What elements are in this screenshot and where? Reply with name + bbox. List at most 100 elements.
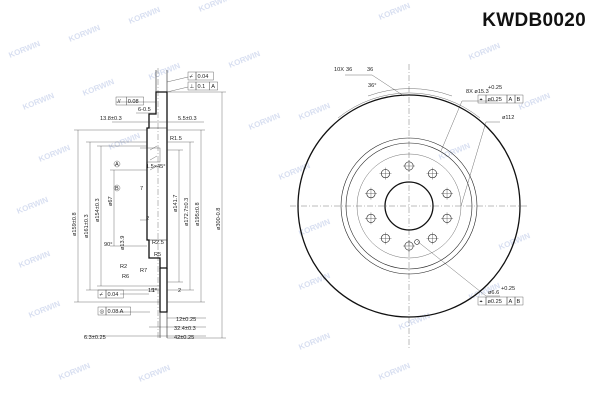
watermark-text: KORWIN	[21, 91, 55, 112]
label-flat-left: 6-0.5	[138, 107, 151, 113]
part-number-title: KWDB0020	[482, 10, 586, 31]
watermark-text: KORWIN	[137, 363, 171, 384]
label-dim-2: 2	[146, 216, 149, 222]
label-dim-7: 7	[140, 186, 143, 192]
label-r6: R6	[122, 274, 129, 280]
face-view	[290, 64, 528, 348]
annotation-layer: ø159±0.8 ø161±0.3 ø154±0.3 ø67 ø141.7 ø1…	[72, 67, 515, 341]
watermark-text: KORWIN	[107, 131, 141, 152]
frame-cell-text: ø0.25	[488, 299, 502, 305]
watermark-text: KORWIN	[377, 1, 411, 22]
hub-rim-circle	[345, 142, 473, 270]
watermark-text: KORWIN	[127, 5, 161, 26]
label-bottom-6: 6.3±0.25	[84, 335, 106, 341]
frame-cell-text: 0.04	[108, 292, 119, 298]
label-ref-b: B	[115, 186, 119, 192]
label-dim-2b: 2	[178, 288, 181, 294]
dim-d5: ø141.7	[173, 195, 179, 212]
watermark-text: KORWIN	[227, 49, 261, 70]
top-note-box2: 36	[367, 67, 373, 73]
watermark-text: KORWIN	[37, 143, 71, 164]
locating-hole	[414, 239, 420, 245]
dim-d8: ø300-0.8	[216, 208, 222, 230]
watermark-text: KORWIN	[27, 299, 61, 320]
frame-cell	[105, 306, 131, 316]
label-bottom-32: 32.4±0.3	[174, 326, 196, 332]
label-r2: R2	[120, 264, 127, 270]
frame-cell-text: A	[211, 84, 215, 90]
watermark-text: KORWIN	[81, 77, 115, 98]
bolt-holes	[364, 160, 454, 252]
label-flat-right: 5.5±0.3	[178, 116, 197, 122]
frame-cell-text: 0.04	[198, 74, 209, 80]
frame-cell-text: ⌖	[480, 299, 484, 305]
frame-cell-text: ⊥	[190, 83, 195, 90]
frame-cell-text: 0.1	[198, 84, 206, 90]
label-angle-90: 90°	[104, 242, 112, 248]
dim-d2: ø161±0.3	[84, 214, 90, 238]
pcd-leader	[460, 121, 500, 207]
watermark-text: KORWIN	[517, 91, 551, 112]
top-note: 10X	[334, 67, 344, 73]
detail-box	[146, 147, 161, 163]
frame-cell-text: B	[517, 97, 521, 103]
frame-cell	[126, 96, 144, 106]
watermark-text: KORWIN	[467, 41, 501, 62]
pcd-label: ø112	[502, 115, 514, 121]
friction-inner-circle	[340, 137, 478, 275]
top-note-leader	[345, 74, 405, 97]
frame-cell	[514, 296, 524, 306]
frame-cell-text: ⌿	[100, 292, 104, 298]
frame-cell-text: ⌖	[480, 97, 484, 103]
watermark-text: KORWIN	[297, 101, 331, 122]
label-ang-15: 15°	[148, 288, 156, 294]
tolerance-frame-concentric: ◎0.08 A	[97, 306, 131, 316]
label-r7: R7	[140, 268, 147, 274]
watermark-text: KORWIN	[247, 111, 281, 132]
small-hole-leader	[416, 240, 500, 297]
frame-cell-text: A	[509, 299, 513, 305]
watermark-text: KORWIN	[57, 361, 91, 382]
watermark-text: KORWIN	[147, 61, 181, 82]
frame-cell-text: 0.08	[128, 99, 139, 105]
hole-note: 8X ø15.3	[466, 89, 489, 95]
dim-d1: ø159±0.8	[72, 212, 78, 236]
center-bore	[384, 181, 434, 231]
small-hole-note: ø6.6	[488, 290, 499, 296]
frame-cell	[105, 289, 124, 299]
frame-cell-text: 0.08 A	[108, 309, 124, 315]
hole-note-tol: +0.25	[488, 85, 502, 91]
label-r15: R1.5	[170, 136, 182, 142]
dim-d6: ø172.7±0.3	[184, 198, 190, 226]
frame-cell	[195, 71, 214, 81]
rotor-lower-flange	[159, 268, 168, 313]
tolerance-frame-runout: ⌿ 0.04	[97, 289, 124, 299]
label-bottom-42: 42±0.25	[174, 335, 194, 341]
label-r5: R5	[154, 252, 161, 258]
hole-note-leader	[440, 100, 498, 152]
watermark-text: KORWIN	[377, 361, 411, 382]
tolerance-frame-flatness: ⌿0.04	[187, 71, 214, 81]
dim-d3: ø154±0.3	[95, 198, 101, 222]
label-dim-139: ø13.9	[120, 236, 126, 250]
watermark-text: KORWIN	[297, 217, 331, 238]
frame-cell-text: ø0.25	[488, 97, 502, 103]
frame-cell	[209, 81, 218, 91]
rotor-top-edges	[155, 70, 168, 92]
label-bottom-12: 12±0.25	[176, 317, 196, 323]
watermark-text: KORWIN	[15, 195, 49, 216]
watermark-text: KORWIN	[7, 39, 41, 60]
frame-cell	[514, 94, 524, 104]
frame-cell-text: B	[517, 299, 521, 305]
watermark-layer: KORWIN KORWIN KORWIN KORWIN KORWIN KORWIN KORW…	[7, 0, 551, 384]
frame-cell-text: A	[509, 97, 513, 103]
watermark-text: KORWIN	[67, 23, 101, 44]
label-ref-a: A	[115, 162, 119, 168]
watermark-text: KORWIN	[437, 141, 471, 162]
hub-edges	[149, 127, 167, 241]
